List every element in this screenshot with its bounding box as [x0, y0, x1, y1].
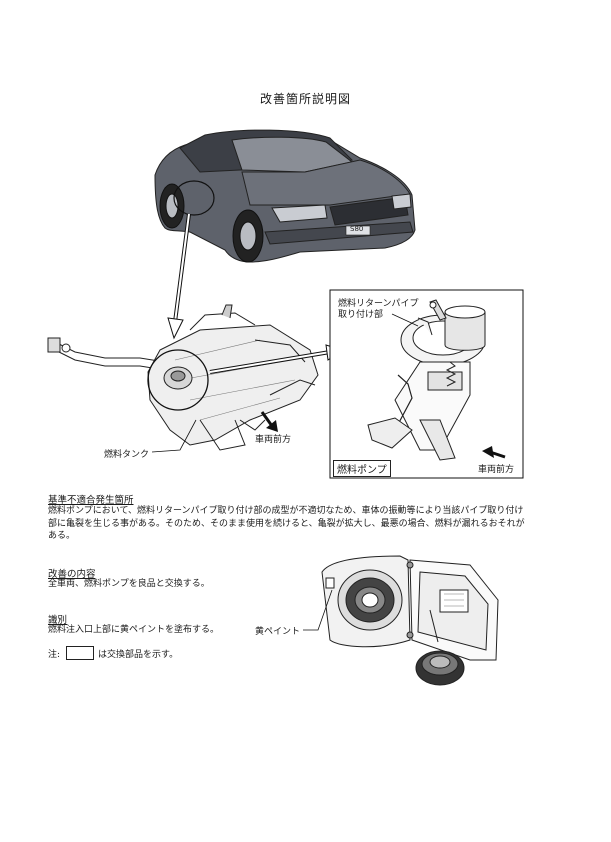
note-prefix: 注:: [48, 650, 61, 660]
defect-text: 燃料ポンプにおいて、燃料リターンパイプ取り付け部の成型が不適切なため、車体の振動…: [48, 506, 525, 541]
fuel-tank-label: 燃料タンク: [104, 450, 150, 460]
remedy-heading: 改善の内容: [48, 569, 96, 580]
fuel-pump-label: 燃料ポンプ: [333, 460, 391, 477]
mount-callout: 取り付け部: [338, 310, 384, 320]
yellow-paint-label: 黄ペイント: [255, 627, 301, 637]
note-suffix: は交換部品を示す。: [98, 650, 179, 660]
replacement-part-legend-box: [66, 646, 94, 660]
identification-text: 燃料注入口上部に黄ペイントを塗布する。: [48, 625, 220, 635]
identification-heading: 識別: [48, 615, 68, 626]
remedy-text: 全車両、燃料ポンプを良品と交換する。: [48, 579, 210, 589]
vehicle-front-label-right: 車両前方: [478, 465, 515, 475]
page-title: 改善箇所説明図: [259, 92, 351, 106]
defect-heading: 基準不適合発生箇所: [48, 495, 134, 506]
vehicle-front-label-left: 車両前方: [255, 435, 292, 445]
car-model-badge: S80: [350, 225, 364, 233]
return-pipe-callout: 燃料リターンパイプ: [338, 299, 419, 309]
